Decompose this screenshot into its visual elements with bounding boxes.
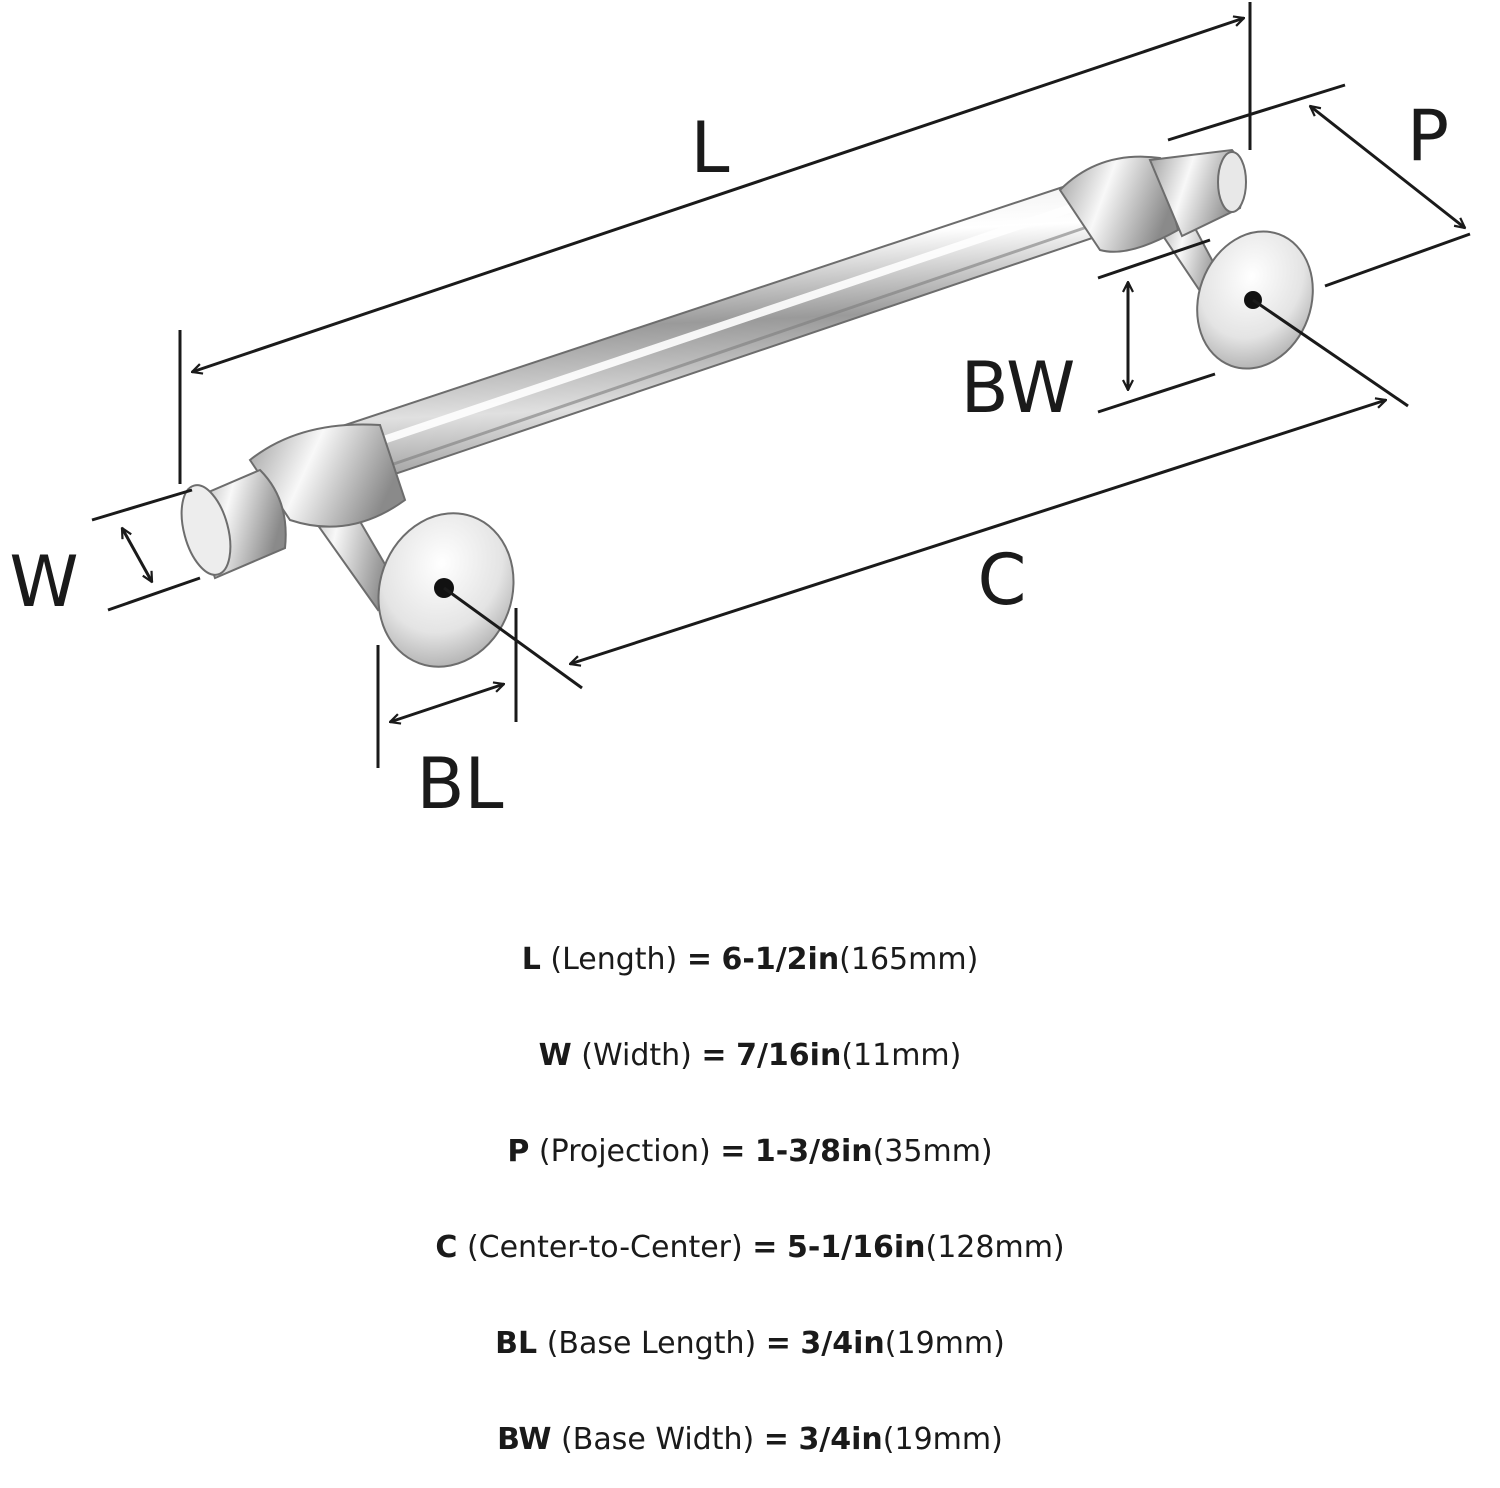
projection-dimension-line — [1310, 106, 1465, 228]
left-post — [180, 423, 515, 668]
label-base-width: BW — [961, 347, 1076, 429]
spec-equals: = — [701, 1038, 727, 1073]
spec-name: (Width) — [581, 1038, 692, 1073]
spec-metric: (19mm) — [882, 1422, 1003, 1457]
spec-equals: = — [763, 1422, 789, 1457]
spec-row-base-length: BL (Base Length) = 3/4in(19mm) — [0, 1296, 1500, 1392]
spec-code: P — [507, 1134, 530, 1169]
width-dimension-line — [120, 528, 154, 582]
spec-row-projection: P (Projection) = 1-3/8in(35mm) — [0, 1104, 1500, 1200]
spec-metric: (35mm) — [872, 1134, 993, 1169]
center-to-center-dimension-line — [570, 400, 1386, 664]
length-dimension-line — [192, 18, 1244, 372]
spec-row-center-to-center: C (Center-to-Center) = 5-1/16in(128mm) — [0, 1200, 1500, 1296]
spec-equals: = — [752, 1230, 778, 1265]
spec-name: (Base Width) — [561, 1422, 755, 1457]
spec-metric: (11mm) — [841, 1038, 962, 1073]
spec-row-base-width: BW (Base Width) = 3/4in(19mm) — [0, 1392, 1500, 1488]
base-length-dimension-line — [390, 684, 504, 722]
right-post — [1058, 148, 1314, 370]
spec-imperial: 6-1/2in — [721, 942, 840, 977]
spec-imperial: 3/4in — [800, 1326, 885, 1361]
spec-metric: (165mm) — [839, 942, 979, 977]
dimension-spec-list: L (Length) = 6-1/2in(165mm) W (Width) = … — [0, 912, 1500, 1488]
pull-bar — [298, 176, 1112, 502]
label-projection: P — [1407, 95, 1449, 177]
spec-name: (Length) — [550, 942, 678, 977]
spec-imperial: 5-1/16in — [786, 1230, 926, 1265]
spec-code: W — [538, 1038, 572, 1073]
spec-name: (Projection) — [538, 1134, 711, 1169]
spec-equals: = — [720, 1134, 746, 1169]
spec-imperial: 1-3/8in — [754, 1134, 873, 1169]
spec-metric: (128mm) — [925, 1230, 1065, 1265]
spec-code: BW — [497, 1422, 552, 1457]
dimension-diagram: L P W BW C BL — [9, 2, 1471, 825]
spec-metric: (19mm) — [884, 1326, 1005, 1361]
spec-row-length: L (Length) = 6-1/2in(165mm) — [0, 912, 1500, 1008]
label-base-length: BL — [416, 743, 503, 825]
spec-imperial: 7/16in — [736, 1038, 842, 1073]
label-width: W — [9, 541, 78, 623]
spec-name: (Base Length) — [546, 1326, 757, 1361]
spec-code: BL — [495, 1326, 538, 1361]
spec-equals: = — [765, 1326, 791, 1361]
spec-name: (Center-to-Center) — [466, 1230, 743, 1265]
label-length: L — [691, 107, 730, 189]
label-center-to-center: C — [978, 539, 1027, 621]
spec-code: L — [521, 942, 541, 977]
spec-equals: = — [686, 942, 712, 977]
spec-row-width: W (Width) = 7/16in(11mm) — [0, 1008, 1500, 1104]
spec-imperial: 3/4in — [798, 1422, 883, 1457]
spec-code: C — [435, 1230, 458, 1265]
dimension-lines — [91, 2, 1471, 768]
